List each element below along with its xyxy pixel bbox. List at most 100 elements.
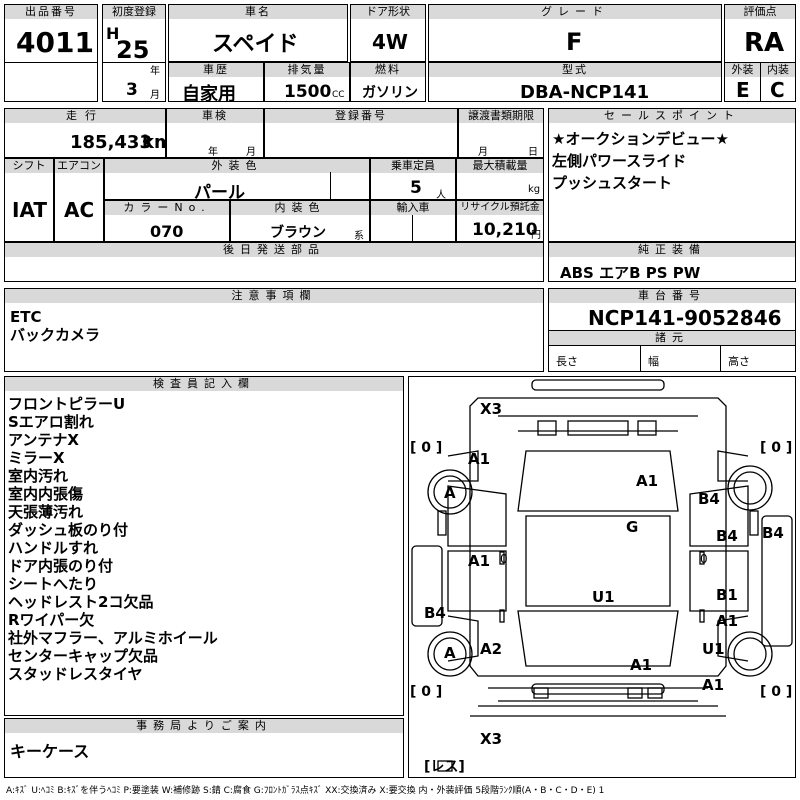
damage-rr-a1: A1 (702, 676, 725, 694)
spare-tire: [レス] (424, 759, 465, 775)
damage-r-rear-u1: U1 (702, 640, 725, 658)
model-code: DBA-NCP141 (520, 82, 650, 103)
damage-r-door-b4: B4 (716, 527, 738, 545)
sales-point: 左側パワースライド (552, 152, 687, 170)
damage-roof-g: G (626, 518, 639, 536)
score-header: 評価点 (725, 5, 795, 19)
remark-item: ミラーX (8, 449, 65, 467)
sales-point: プッシュスタート (552, 174, 673, 192)
zero-mark-right: 0 (700, 552, 708, 566)
damage-hood-a1: A1 (636, 472, 659, 490)
damage-l-side-b4: B4 (424, 604, 446, 622)
divider (640, 345, 641, 372)
remark-item: 室内汚れ (8, 467, 69, 485)
int-color-header: 内装色 (231, 201, 369, 215)
damage-fr-b4: B4 (698, 490, 720, 508)
recycle-unit: 円 (531, 230, 541, 241)
specs-header: 諸元 (549, 331, 795, 345)
lot-number-box (4, 4, 98, 102)
car-diagram-box (408, 376, 796, 778)
tire-count-rr: [ 0 ] (760, 684, 793, 700)
ext-color: パール (194, 183, 245, 203)
damage-l-rear-a2: A2 (480, 640, 503, 658)
inspector-remarks: フロントピラーU Sエアロ割れ アンテナX ミラーX 室内汚れ 室内内張傷 天張… (8, 395, 218, 683)
import-header: 輸入車 (371, 201, 455, 215)
car-name: スペイド (212, 32, 299, 57)
note-item: ETC (10, 308, 42, 326)
divider (330, 172, 331, 200)
recycle-amount: 10,210 (472, 220, 538, 240)
cc-unit: CC (332, 90, 345, 100)
exterior-header: 外装 (725, 63, 760, 77)
remark-item: スタッドレスタイヤ (8, 665, 143, 683)
later-parts-header: 後日発送部品 (5, 243, 543, 257)
damage-trunk-a1: A1 (630, 656, 653, 674)
legend: A:ｷｽﾞ U:ﾍｺﾐ B:ｷｽﾞを伴うﾍｺﾐ P:要塗装 W:補修跡 S:錆 … (6, 786, 605, 796)
remark-item: ダッシュ板のり付 (8, 521, 129, 539)
capacity: 5 (410, 178, 422, 198)
grade: F (566, 28, 583, 56)
chassis-number: NCP141-9052846 (588, 306, 782, 330)
shift-header: シフト (5, 159, 53, 173)
remark-item: アンテナX (8, 431, 79, 449)
tire-count-fl: [ 0 ] (410, 440, 443, 456)
ext-color-header: 外装色 (105, 159, 369, 173)
month-unit: 月 (150, 90, 160, 101)
exterior-score: E (736, 78, 750, 102)
inspection-month-unit: 月 (246, 147, 256, 158)
displacement-header: 排気量 (265, 63, 349, 77)
car-diagram (411, 379, 793, 772)
height-label: 高さ (728, 355, 750, 368)
office-header: 事務局よりご案内 (5, 719, 403, 733)
office-note: キーケース (10, 742, 90, 761)
damage-l-door-a1: A1 (468, 552, 491, 570)
remark-item: シートへたり (8, 575, 99, 593)
damage-r-rdoor-a1: A1 (716, 612, 739, 630)
remark-item: ハンドルすれ (8, 539, 99, 557)
door-type: 4W (372, 30, 408, 54)
displacement: 1500 (284, 82, 332, 102)
fuel-header: 燃料 (351, 63, 425, 77)
sales-points-list: ★オークションデビュー★ 左側パワースライド プッシュスタート (552, 128, 729, 194)
registration-year: 25 (116, 36, 150, 64)
fuel: ガソリン (362, 85, 418, 101)
remark-item: ドア内張のり付 (8, 557, 114, 575)
inspector-header: 検査員記入欄 (5, 377, 403, 391)
remark-item: センターキャップ欠品 (8, 647, 159, 665)
damage-fl-a1: A1 (468, 450, 491, 468)
color-no-header: カラーNo. (105, 201, 229, 215)
aircon: AC (64, 198, 95, 222)
door-type-header: ドア形状 (351, 5, 425, 19)
width-label: 幅 (648, 355, 659, 368)
inspection-header: 車検 (167, 109, 263, 123)
sales-points-box (548, 108, 796, 242)
mileage-header: 走行 (5, 109, 165, 123)
deadline-month-unit: 月 (478, 147, 488, 158)
year-unit: 年 (150, 66, 160, 77)
int-color-suffix: 系 (354, 231, 364, 242)
divider (548, 345, 796, 346)
chassis-header: 車台番号 (549, 289, 795, 303)
registration-month: 3 (126, 80, 138, 100)
wheel-fl: A (444, 484, 456, 502)
equipment-header: 純正装備 (549, 243, 795, 257)
damage-floor-u1: U1 (592, 588, 615, 606)
remark-item: 天張薄汚れ (8, 503, 84, 521)
notes-header: 注意事項欄 (5, 289, 543, 303)
remark-item: ヘッドレスト2コ欠品 (8, 593, 154, 611)
lot-number: 4011 (16, 26, 94, 59)
car-name-header: 車名 (169, 5, 347, 19)
first-registration-header: 初度登録 (103, 5, 165, 19)
grade-header: グレード (429, 5, 721, 19)
interior-header: 内装 (761, 63, 795, 77)
registration-no-header: 登録番号 (265, 109, 457, 123)
capacity-unit: 人 (436, 190, 446, 201)
remark-item: フロントピラーU (8, 395, 126, 413)
note-item: バックカメラ (10, 326, 101, 344)
tire-count-fr: [ 0 ] (760, 440, 793, 456)
color-no: 070 (150, 222, 184, 241)
capacity-header: 乗車定員 (371, 159, 455, 173)
damage-r-rdoor-b1: B1 (716, 586, 738, 604)
inspector-box (4, 376, 404, 716)
damage-rear-x3: X3 (480, 730, 503, 748)
